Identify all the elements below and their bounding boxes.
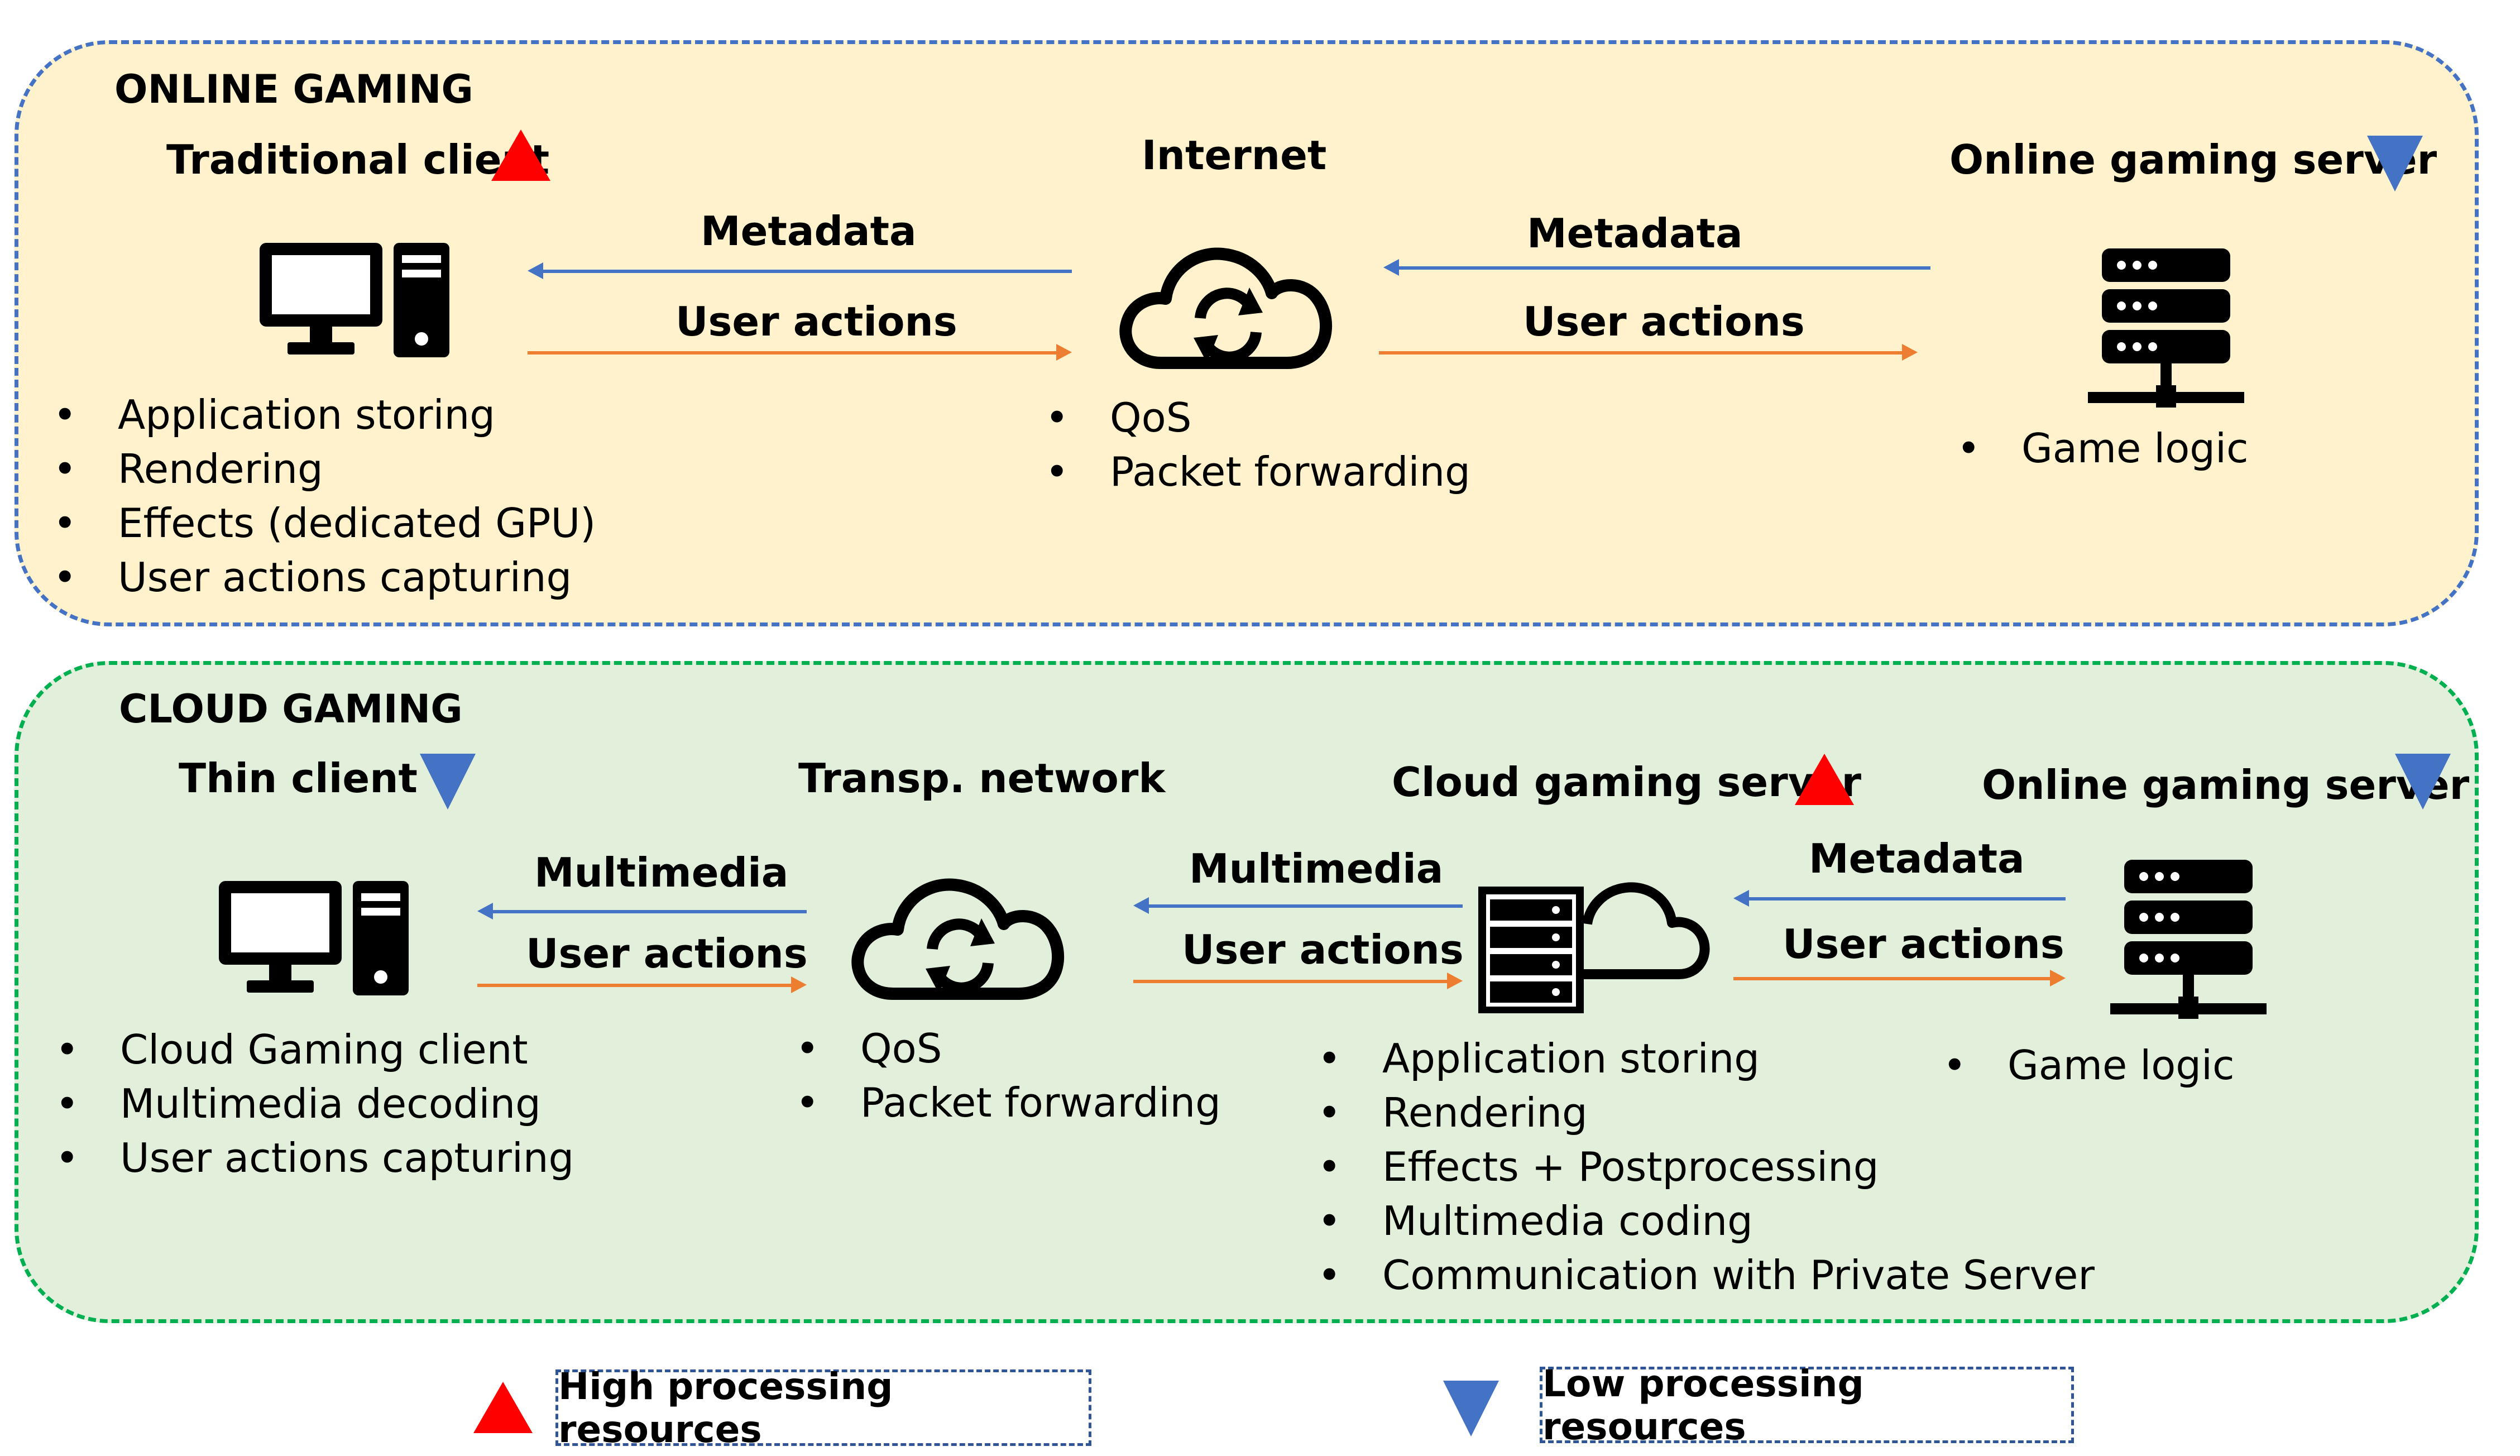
cloud-online-server-tasks: Game logic [1943,1038,2235,1093]
desktop-computer-icon [254,237,455,360]
online-section-title: ONLINE GAMING [114,66,473,112]
list-item: Rendering [1318,1086,2095,1140]
user-actions-arrow-right [528,343,1072,362]
low-resource-marker-icon [2367,136,2423,191]
legend-high-processing: High processing resources [555,1365,1091,1451]
low-resource-marker-icon [1443,1381,1499,1436]
cloud-server-icon [1478,846,1712,1013]
traditional-client-tasks: Application storing Rendering Effects (d… [53,388,596,605]
user-actions-arrow-right [1379,343,1918,362]
online-gaming-server-label: Online gaming server [1982,761,2470,808]
metadata-arrow-left [1383,258,1930,277]
list-item: Cloud Gaming client [55,1023,574,1077]
list-item: Game logic [1943,1038,2235,1093]
list-item: User actions capturing [55,1131,574,1185]
high-resource-marker-icon [473,1382,533,1433]
cloud-section-title: CLOUD GAMING [119,686,463,732]
online-server-tasks: Game logic [1957,422,2249,476]
list-item: Multimedia decoding [55,1077,574,1131]
legend-low-processing: Low processing resources [1540,1362,2074,1448]
cloud-server-tasks: Application storing Rendering Effects + … [1318,1032,2095,1302]
user-actions-arrow-right [1733,969,2066,988]
cloud-sync-icon [1111,232,1345,377]
link-label-metadata: Metadata [1809,835,2025,882]
link-label-user-actions: User actions [1783,921,2064,968]
link-label-multimedia: Multimedia [1189,845,1444,892]
server-rack-icon [2110,857,2267,1024]
cloud-gaming-server-label: Cloud gaming server [1392,759,1862,806]
traditional-client-label: Traditional client [166,136,550,183]
list-item: Rendering [53,442,596,496]
online-gaming-server-label: Online gaming server [1949,136,2437,183]
link-label-metadata: Metadata [1527,210,1743,257]
link-label-user-actions: User actions [1523,298,1805,345]
transport-network-tasks: QoS Packet forwarding [796,1022,1221,1130]
low-resource-marker-icon [2395,754,2451,810]
list-item: Effects + Postprocessing [1318,1140,2095,1194]
list-item: Communication with Private Server [1318,1248,2095,1302]
internet-label: Internet [1142,132,1327,179]
list-item: Application storing [1318,1032,2095,1086]
list-item: QoS [1045,391,1470,445]
internet-tasks: QoS Packet forwarding [1045,391,1470,499]
multimedia-arrow-left [1133,896,1463,915]
high-resource-marker-icon [1795,754,1854,805]
multimedia-arrow-left [477,902,807,921]
user-actions-arrow-right [477,975,807,994]
desktop-computer-icon [213,875,414,998]
link-label-user-actions: User actions [526,930,808,977]
cloud-sync-icon [843,863,1077,1008]
list-item: Effects (dedicated GPU) [53,496,596,550]
link-label-multimedia: Multimedia [534,849,789,896]
link-label-user-actions: User actions [1182,926,1464,973]
thin-client-label: Thin client [179,755,418,802]
low-resource-marker-icon [420,754,476,810]
metadata-arrow-left [528,261,1072,280]
metadata-arrow-left [1733,889,2066,908]
user-actions-arrow-right [1133,971,1463,990]
list-item: Multimedia coding [1318,1194,2095,1248]
list-item: User actions capturing [53,550,596,605]
server-rack-icon [2088,246,2244,413]
high-resource-marker-icon [491,130,550,181]
list-item: Packet forwarding [1045,445,1470,499]
transport-network-label: Transp. network [798,755,1166,802]
link-label-user-actions: User actions [675,298,957,345]
list-item: Game logic [1957,422,2249,476]
thin-client-tasks: Cloud Gaming client Multimedia decoding … [55,1023,574,1185]
list-item: Packet forwarding [796,1076,1221,1130]
list-item: Application storing [53,388,596,442]
list-item: QoS [796,1022,1221,1076]
link-label-metadata: Metadata [701,208,917,255]
